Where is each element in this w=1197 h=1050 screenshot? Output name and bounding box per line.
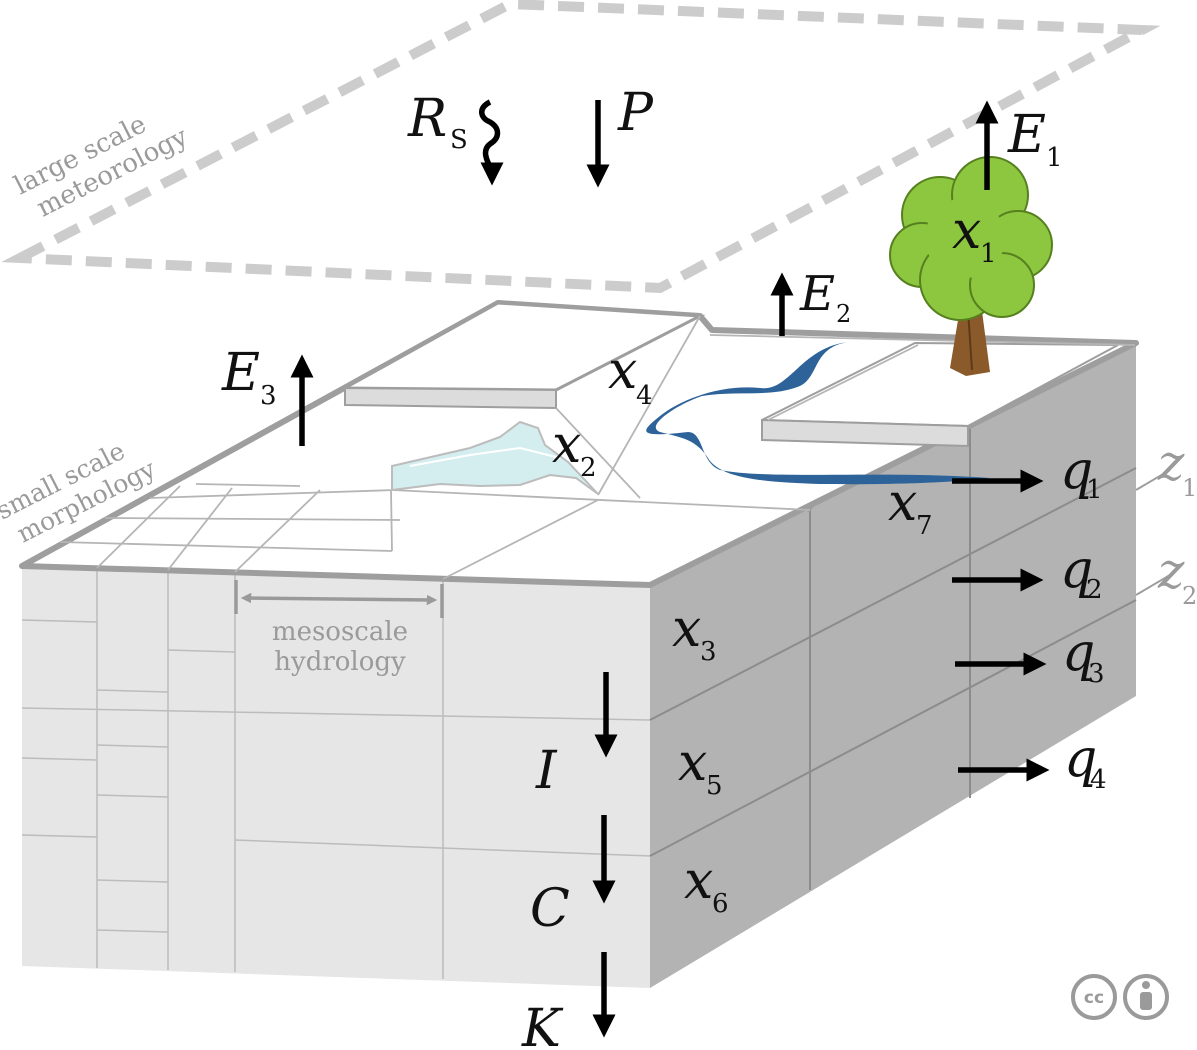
tree-icon: [889, 156, 1053, 376]
x5-subscript: 5: [706, 771, 723, 801]
e3-subscript: 3: [260, 381, 277, 411]
hydrology-line1: mesoscale: [272, 617, 408, 647]
rs-arrow: [479, 99, 504, 186]
label-x5: x 5: [678, 733, 723, 801]
plateau-left-side: [344, 386, 557, 410]
z1-subscript: 1: [1182, 474, 1197, 502]
surface-grid: [59, 315, 1136, 580]
label-c: C: [530, 879, 570, 939]
tree-canopy: [889, 156, 1053, 321]
z2-leader: [1135, 574, 1171, 596]
x3-symbol: x: [672, 599, 701, 659]
x7-subscript: 7: [916, 511, 933, 541]
hydrology-line2: hydrology: [274, 647, 406, 677]
plateau-right-side: [761, 418, 969, 448]
label-p: P: [617, 83, 654, 143]
q3-symbol: q: [1062, 623, 1095, 683]
e1-subscript: 1: [1046, 143, 1063, 173]
mesoscale-dimension: [234, 580, 444, 618]
label-rs: R S: [407, 89, 468, 155]
label-x3: x 3: [672, 599, 717, 667]
terrace-step: [807, 423, 971, 513]
label-q3: q 3: [1062, 623, 1105, 689]
license-badge: cc: [1071, 974, 1169, 1020]
label-x1: x 1: [952, 201, 997, 269]
q3-subscript: 3: [1088, 659, 1105, 689]
snow-patch: [391, 420, 599, 495]
q2-subscript: 2: [1086, 575, 1103, 605]
q2-symbol: q: [1060, 540, 1093, 600]
label-i: I: [535, 741, 558, 801]
q1-symbol: q: [1060, 441, 1093, 501]
z1-symbol: z: [1157, 434, 1185, 492]
label-x7: x 7: [888, 473, 933, 541]
e3-symbol: E: [221, 343, 260, 403]
x6-subscript: 6: [712, 889, 729, 919]
label-q2: q 2: [1060, 540, 1103, 605]
rs-subscript: S: [450, 125, 468, 155]
label-x4: x 4: [608, 341, 653, 411]
e1-symbol: E: [1007, 105, 1046, 165]
flux-arrows: [290, 99, 1050, 1038]
soil-side-face: [650, 343, 1136, 988]
x4-symbol: x: [608, 341, 637, 401]
z1-leader: [1135, 469, 1171, 491]
snow-highlight: [409, 446, 561, 467]
x4-subscript: 4: [636, 381, 653, 411]
x5-symbol: x: [678, 733, 707, 793]
side-layers: [649, 424, 1137, 890]
label-z1: z 1: [1157, 434, 1197, 502]
q4-symbol: q: [1064, 729, 1097, 789]
x2-subscript: 2: [580, 453, 597, 483]
x2-symbol: x: [552, 415, 581, 475]
q1-subscript: 1: [1086, 475, 1103, 505]
z2-symbol: z: [1157, 542, 1185, 600]
label-e2: E 2: [799, 266, 851, 328]
label-x2: x 2: [552, 415, 597, 483]
e2-subscript: 2: [836, 300, 851, 328]
cc-label: cc: [1084, 988, 1104, 1008]
meteorology-plane: [1, 0, 1161, 294]
label-x6: x 6: [684, 851, 729, 919]
label-k: K: [521, 999, 564, 1050]
front-grid: [21, 568, 651, 979]
z2-subscript: 2: [1182, 582, 1197, 610]
x7-symbol: x: [888, 473, 917, 533]
soil-front-face: [22, 566, 650, 988]
cc-icon: [1071, 974, 1117, 1020]
e2-symbol: E: [799, 266, 835, 322]
x6-symbol: x: [684, 851, 713, 911]
label-q1: q 1: [1060, 441, 1103, 505]
rs-symbol: R: [407, 89, 447, 149]
label-q4: q 4: [1064, 729, 1107, 795]
x1-symbol: x: [952, 201, 981, 261]
label-z2: z 2: [1157, 542, 1197, 610]
meteorology-annotation: large scale meteorology: [10, 109, 193, 223]
label-e1: E 1: [1007, 105, 1063, 173]
x3-subscript: 3: [700, 637, 717, 667]
label-e3: E 3: [221, 343, 277, 411]
q4-subscript: 4: [1090, 765, 1107, 795]
x1-subscript: 1: [980, 239, 997, 269]
